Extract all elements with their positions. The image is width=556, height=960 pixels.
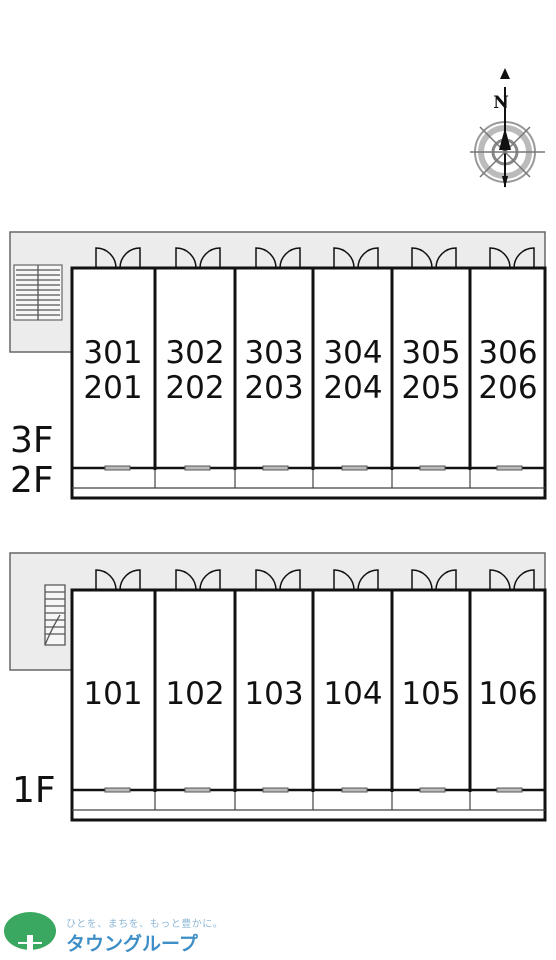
compass-icon bbox=[470, 68, 545, 188]
floor-label-2f: 2F bbox=[10, 460, 54, 501]
unit-203: 203 bbox=[244, 370, 303, 406]
unit-103: 103 bbox=[244, 676, 303, 712]
floor-label-1f: 1F bbox=[12, 770, 56, 811]
door-icon bbox=[489, 247, 535, 269]
unit-206: 206 bbox=[478, 370, 537, 406]
upper-partitions bbox=[153, 268, 472, 470]
unit-303: 303 bbox=[244, 335, 303, 371]
lower-block: 101 102 103 104 105 106 1F bbox=[9, 552, 547, 822]
door-icon bbox=[411, 569, 457, 591]
door-icon bbox=[255, 569, 301, 591]
unit-202: 202 bbox=[165, 370, 224, 406]
unit-304: 304 bbox=[323, 335, 382, 371]
tree-logo-icon bbox=[4, 912, 56, 950]
lower-stairs bbox=[44, 584, 66, 646]
unit-302: 302 bbox=[165, 335, 224, 371]
unit-306: 306 bbox=[478, 335, 537, 371]
lower-unit-labels: 101 102 103 104 105 106 bbox=[83, 676, 537, 712]
unit-301: 301 bbox=[83, 335, 142, 371]
unit-104: 104 bbox=[323, 676, 382, 712]
door-icon bbox=[411, 247, 457, 269]
lower-partitions bbox=[153, 590, 472, 792]
unit-305: 305 bbox=[401, 335, 460, 371]
upper-unit-labels: 301 201 302 202 303 203 304 204 305 205 … bbox=[83, 335, 537, 406]
unit-105: 105 bbox=[401, 676, 460, 712]
door-icon bbox=[333, 247, 379, 269]
door-icon bbox=[333, 569, 379, 591]
door-icon bbox=[175, 247, 221, 269]
unit-101: 101 bbox=[83, 676, 142, 712]
unit-204: 204 bbox=[323, 370, 382, 406]
floor-label-3f: 3F bbox=[10, 420, 54, 461]
logo-tagline: ひとを、まちを、もっと豊かに。 bbox=[66, 919, 224, 930]
unit-201: 201 bbox=[83, 370, 142, 406]
door-icon bbox=[95, 569, 141, 591]
door-icon bbox=[489, 569, 535, 591]
upper-doors bbox=[95, 247, 535, 269]
upper-stairs bbox=[13, 264, 63, 321]
compass-north-label: N bbox=[493, 93, 509, 113]
upper-balcony bbox=[72, 465, 545, 489]
door-icon bbox=[95, 247, 141, 269]
lower-doors bbox=[95, 569, 535, 591]
door-icon bbox=[255, 247, 301, 269]
unit-102: 102 bbox=[165, 676, 224, 712]
upper-block: 301 201 302 202 303 203 304 204 305 205 … bbox=[9, 231, 547, 501]
lower-balcony bbox=[72, 787, 545, 811]
door-icon bbox=[175, 569, 221, 591]
logo-name: タウングループ bbox=[66, 933, 198, 955]
unit-205: 205 bbox=[401, 370, 460, 406]
unit-106: 106 bbox=[478, 676, 537, 712]
